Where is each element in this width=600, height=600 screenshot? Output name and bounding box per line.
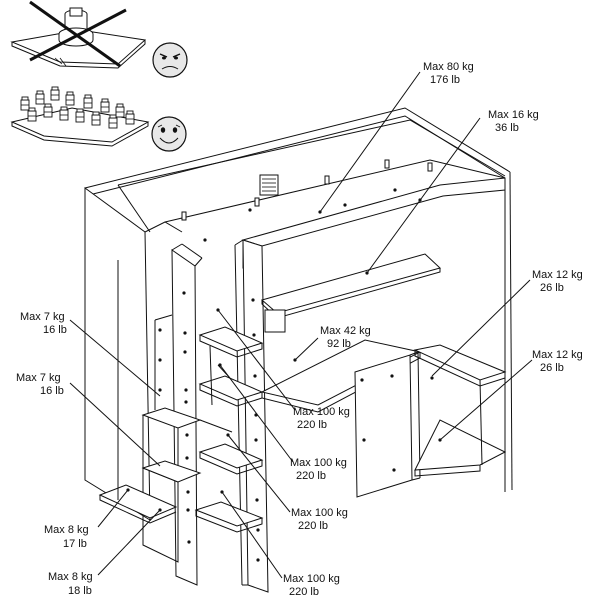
hole-dot [184, 388, 188, 392]
label-step-3-kg: Max 100 kg [291, 507, 348, 519]
jar-icon [91, 111, 101, 126]
hole-dot [254, 438, 258, 442]
label-top-lb: 176 lb [430, 74, 460, 86]
label-left-bottom-1-lb: 17 lb [63, 538, 87, 550]
label-top-kg: Max 80 kg [423, 61, 474, 73]
label-left-shelf-2-kg: Max 7 kg [16, 372, 61, 384]
hole-dot [393, 188, 397, 192]
callout-lines [69, 71, 533, 579]
hole-dot [255, 498, 259, 502]
label-desk-lb: 92 lb [327, 338, 351, 350]
label-left-bottom-2-kg: Max 8 kg [48, 571, 93, 583]
jar-icon [115, 103, 125, 118]
jar-icon [35, 90, 45, 105]
jar-icon [100, 98, 110, 113]
hole-dot [186, 490, 190, 494]
hole-dot [184, 400, 188, 404]
jar-group [20, 86, 135, 129]
label-step-1-kg: Max 100 kg [293, 406, 350, 418]
hole-dot [186, 508, 190, 512]
label-step-2-kg: Max 100 kg [290, 457, 347, 469]
hole-dot [362, 438, 366, 442]
label-right-shelf-1-kg: Max 12 kg [532, 269, 583, 281]
hole-dot [343, 203, 347, 207]
label-step-1-lb: 220 lb [297, 419, 327, 431]
hole-dot [251, 298, 255, 302]
label-right-shelf-2-lb: 26 lb [540, 362, 564, 374]
hole-dot [430, 376, 434, 380]
jar-icon [27, 107, 37, 122]
hole-dot [158, 328, 162, 332]
label-desk-kg: Max 42 kg [320, 325, 371, 337]
jar-icon [43, 103, 53, 118]
label-left-shelf-2-lb: 16 lb [40, 385, 64, 397]
label-step-3-lb: 220 lb [298, 520, 328, 532]
cross-out-icon [29, 0, 127, 68]
hole-dot [182, 291, 186, 295]
label-left-bottom-2-lb: 18 lb [68, 585, 92, 597]
label-desk-shelf-kg: Max 16 kg [488, 109, 539, 121]
label-desk-shelf-lb: 36 lb [495, 122, 519, 134]
hole-dot [360, 378, 364, 382]
hole-dot [256, 528, 260, 532]
jar-icon [20, 96, 30, 111]
hole-dot [187, 540, 191, 544]
jar-icon [83, 94, 93, 109]
label-left-bottom-1-kg: Max 8 kg [44, 524, 89, 536]
label-left-shelf-1-lb: 16 lb [43, 324, 67, 336]
hole-dot [183, 350, 187, 354]
jar-icon [75, 108, 85, 123]
sad-face-icon [152, 42, 188, 78]
hole-dot [158, 358, 162, 362]
hole-dot [185, 456, 189, 460]
hole-dot [253, 374, 257, 378]
jar-icon [65, 91, 75, 106]
jar-icon [50, 86, 60, 101]
hole-dot [185, 433, 189, 437]
load-labels: Max 80 kg 176 lb Max 16 kg 36 lb Max 12 … [16, 61, 583, 598]
hole-dot [256, 558, 260, 562]
hole-dot [183, 331, 187, 335]
happy-face-icon [151, 116, 187, 152]
hole-dot [203, 238, 207, 242]
label-step-2-lb: 220 lb [296, 470, 326, 482]
label-step-4-kg: Max 100 kg [283, 573, 340, 585]
jar-icon [59, 106, 69, 121]
hole-dot [392, 468, 396, 472]
label-right-shelf-2-kg: Max 12 kg [532, 349, 583, 361]
hole-dot [158, 388, 162, 392]
jar-icon [125, 110, 135, 125]
hole-dot [252, 333, 256, 337]
label-right-shelf-1-lb: 26 lb [540, 282, 564, 294]
hole-dot [248, 208, 252, 212]
hole-dot [390, 374, 394, 378]
label-left-shelf-1-kg: Max 7 kg [20, 311, 65, 323]
label-step-4-lb: 220 lb [289, 586, 319, 598]
jar-icon [108, 114, 118, 129]
